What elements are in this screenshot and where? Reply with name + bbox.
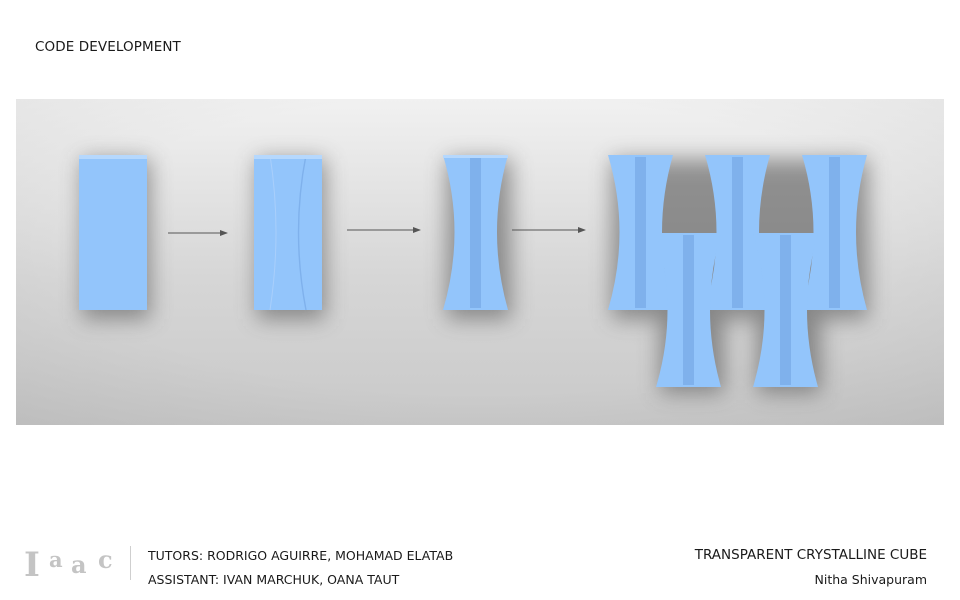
form-rectangular-prism xyxy=(79,155,147,310)
assembly-unit xyxy=(753,233,818,387)
svg-text:c: c xyxy=(98,545,113,574)
page-title: CODE DEVELOPMENT xyxy=(35,39,181,55)
process-diagram xyxy=(16,99,944,425)
iaac-logo: I a a c xyxy=(24,543,128,583)
assistant-credit: ASSISTANT: IVAN MARCHUK, OANA TAUT xyxy=(148,572,400,587)
form-curved-prism xyxy=(254,154,322,311)
svg-text:a: a xyxy=(71,550,87,579)
form-assembly xyxy=(608,155,867,387)
assembly-unit xyxy=(705,155,770,310)
svg-text:a: a xyxy=(49,547,63,572)
assembly-unit xyxy=(656,233,721,387)
svg-text:I: I xyxy=(24,545,40,583)
project-title: TRANSPARENT CRYSTALLINE CUBE xyxy=(694,547,927,563)
form-waisted-prism xyxy=(443,155,508,310)
assembly-unit xyxy=(608,155,673,310)
assembly-unit xyxy=(802,155,867,310)
tutors-credit: TUTORS: RODRIGO AGUIRRE, MOHAMAD ELATAB xyxy=(148,548,454,563)
author-name: Nitha Shivapuram xyxy=(814,572,928,587)
footer-divider xyxy=(130,546,131,580)
render-figure xyxy=(16,99,944,425)
